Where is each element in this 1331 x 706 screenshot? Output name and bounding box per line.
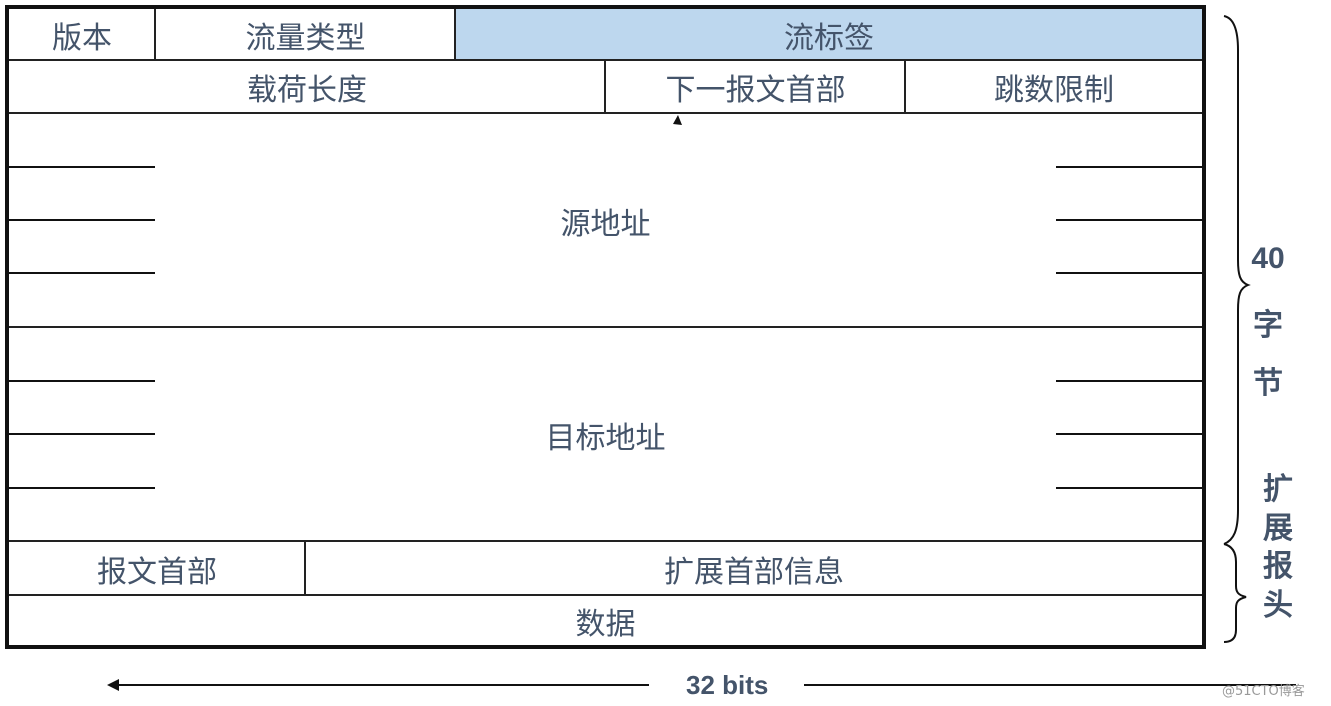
field-hop-limit-label: 跳数限制 [994, 73, 1114, 108]
watermark: @51CTO博客 [1222, 684, 1305, 699]
word-tick [9, 380, 155, 382]
field-traffic-class: 流量类型 [156, 9, 455, 60]
row-divider [9, 594, 1202, 596]
word-tick [9, 433, 155, 435]
field-flow-label-label: 流标签 [784, 20, 874, 56]
word-tick [9, 219, 155, 221]
word-tick [1056, 166, 1202, 168]
divider [304, 542, 306, 595]
header-frame [5, 5, 1206, 649]
field-hop-limit: 跳数限制 [906, 61, 1202, 113]
divider [154, 9, 156, 60]
field-source-address-label: 源地址 [560, 206, 651, 242]
field-payload-length: 载荷长度 [9, 61, 605, 113]
label-40: 40 [1251, 242, 1285, 275]
word-tick [1056, 433, 1202, 435]
label-bao: 报 [1263, 550, 1293, 583]
width-label: 32 bits [686, 670, 769, 700]
field-next-header: 下一报文首部 [606, 61, 905, 113]
width-arrow-right-line [804, 684, 1296, 686]
field-destination-address-label: 目标地址 [545, 420, 666, 456]
field-extension-header-info-label: 扩展首部信息 [664, 554, 844, 590]
field-data-label: 数据 [575, 606, 636, 642]
field-destination-address: 目标地址 [9, 328, 1202, 541]
field-header-label: 报文首部 [97, 554, 217, 590]
brace-40-bytes-icon [1223, 15, 1251, 545]
field-traffic-class-label: 流量类型 [245, 20, 366, 56]
word-tick [1056, 219, 1202, 221]
divider [904, 61, 906, 113]
word-tick [1056, 380, 1202, 382]
label-tou: 头 [1263, 589, 1293, 622]
field-version-label: 版本 [52, 20, 112, 56]
field-header: 报文首部 [9, 542, 305, 595]
arrowhead-icon [673, 115, 682, 125]
label-kuo: 扩 [1263, 473, 1293, 506]
label-jie: 节 [1253, 367, 1283, 400]
row-divider [9, 59, 1202, 61]
field-payload-length-label: 载荷长度 [247, 73, 367, 108]
flow-label-fill [455, 7, 1204, 60]
width-arrow-left-icon [107, 679, 649, 691]
row-divider [9, 112, 1202, 114]
field-next-header-label: 下一报文首部 [665, 73, 846, 108]
word-tick [9, 487, 155, 489]
word-tick [1056, 272, 1202, 274]
field-extension-header-info: 扩展首部信息 [306, 542, 1202, 595]
row-divider [9, 540, 1202, 542]
field-flow-label: 流标签 [456, 9, 1202, 60]
row-divider [9, 326, 1202, 328]
label-zi: 字 [1253, 309, 1283, 342]
brace-extension-header-icon [1223, 543, 1247, 643]
word-tick [9, 166, 155, 168]
label-zhan: 展 [1263, 512, 1293, 545]
word-tick [1056, 487, 1202, 489]
word-tick [9, 272, 155, 274]
divider [604, 61, 606, 113]
field-data: 数据 [9, 596, 1202, 645]
field-source-address: 源地址 [9, 114, 1202, 327]
divider [454, 9, 456, 60]
field-version: 版本 [9, 9, 155, 60]
